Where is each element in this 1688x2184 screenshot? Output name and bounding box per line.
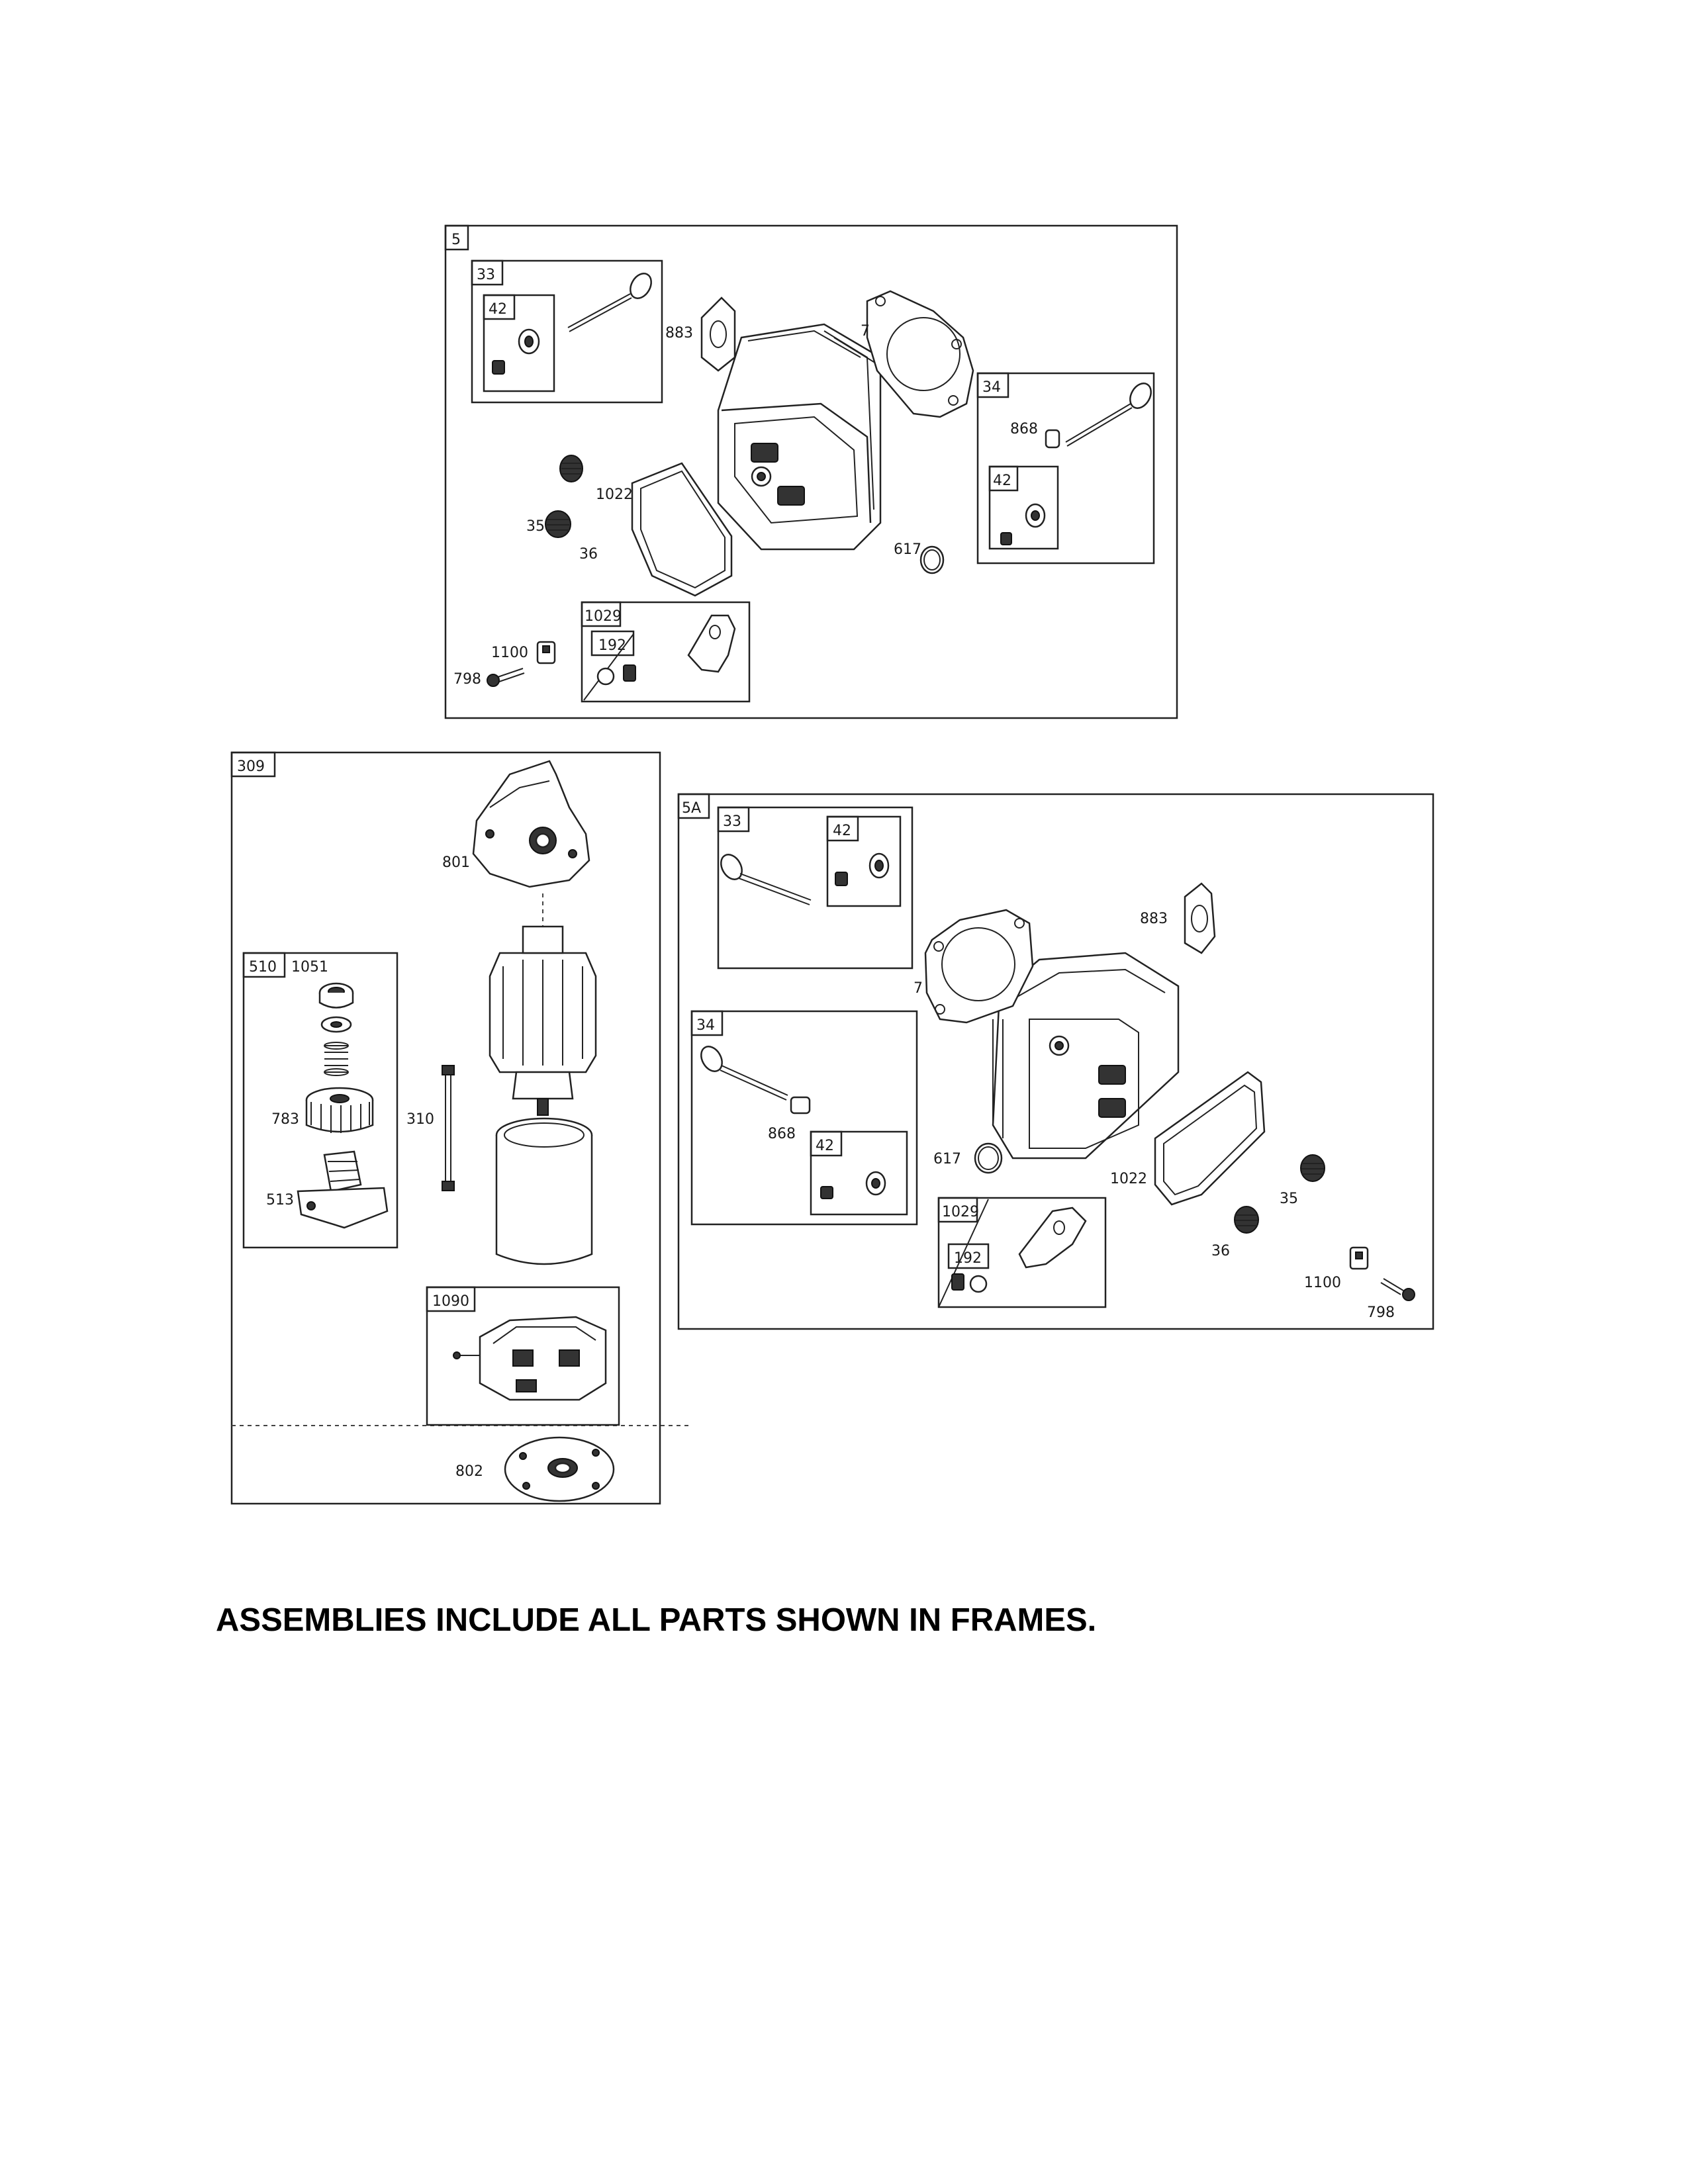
exhaust-gasket-part	[1184, 882, 1216, 954]
part-label-883: 883	[1140, 911, 1168, 927]
part-label-783: 783	[271, 1111, 299, 1128]
part-label-1100: 1100	[1304, 1275, 1341, 1291]
frame-label-1090: 1090	[432, 1293, 469, 1310]
retainer-cap-part	[318, 982, 354, 1009]
intake-valve-part	[700, 1046, 788, 1101]
o-ring-part	[974, 1142, 1003, 1174]
frame-label-5A: 5A	[682, 800, 701, 817]
valve-seal-part	[1045, 429, 1060, 449]
head-gasket-part	[866, 290, 974, 418]
part-label-1051: 1051	[291, 959, 328, 976]
frame-label-42: 42	[833, 823, 851, 839]
exhaust-valve-part	[567, 273, 652, 332]
part-label-35: 35	[526, 518, 545, 535]
part-label-513: 513	[266, 1192, 294, 1208]
part-label-1022: 1022	[1110, 1171, 1147, 1187]
part-label-7: 7	[861, 323, 870, 340]
valve-retainer-part	[518, 328, 540, 355]
part-label-883: 883	[665, 325, 693, 341]
rocker-nut-part	[951, 1273, 988, 1293]
valve-spring-part	[1234, 1154, 1325, 1234]
through-bolt-part	[442, 1065, 455, 1191]
intake-valve-part	[1065, 383, 1152, 447]
frame-label-34: 34	[696, 1017, 715, 1034]
cylinder-head-part	[717, 323, 882, 551]
part-label-868: 868	[768, 1126, 796, 1142]
starter-housing-part	[495, 1117, 593, 1265]
valve-keeper-part	[492, 360, 505, 375]
frame-label-42: 42	[993, 473, 1011, 489]
part-label-1022: 1022	[596, 486, 633, 503]
part-label-7: 7	[914, 980, 923, 997]
valve-seal-part	[790, 1096, 811, 1115]
push-rod-guide-part	[1349, 1246, 1369, 1270]
pinion-gear-part	[305, 1087, 374, 1133]
cylinder-head-part	[992, 952, 1180, 1160]
part-label-617: 617	[933, 1151, 961, 1167]
rocker-arm-part	[1018, 1206, 1087, 1269]
frame-label-34: 34	[982, 379, 1001, 396]
part-label-36: 36	[1211, 1243, 1230, 1259]
rocker-nut-part	[596, 664, 636, 686]
starter-end-cap-part	[472, 760, 590, 888]
frame-label-42: 42	[816, 1138, 834, 1154]
washer-part	[320, 1016, 352, 1033]
valve-retainer-part	[835, 852, 890, 886]
frame-label-5: 5	[451, 232, 461, 248]
assembly-5-frame: 5 33 42	[444, 224, 1178, 719]
bolt-part	[1380, 1278, 1415, 1301]
rocker-arm-part	[687, 614, 736, 673]
part-label-798: 798	[453, 671, 481, 688]
exhaust-valve-part	[720, 854, 812, 905]
part-label-802: 802	[455, 1463, 483, 1480]
frame-label-42: 42	[489, 301, 507, 318]
assembly-5A-frame: 5A 33 42 34 42	[677, 793, 1434, 1330]
valve-retainer-part	[1000, 503, 1046, 545]
frame-label-33: 33	[723, 813, 741, 830]
frame-label-33: 33	[477, 267, 495, 283]
o-ring-part	[919, 545, 945, 574]
bolt-part	[487, 668, 525, 687]
frame-label-192: 192	[598, 637, 626, 654]
frame-label-309: 309	[237, 758, 265, 775]
part-label-35: 35	[1280, 1191, 1298, 1207]
part-label-801: 801	[442, 854, 470, 871]
end-plate-part	[504, 1436, 615, 1502]
frame-label-1029: 1029	[942, 1204, 979, 1220]
valve-retainer-part	[820, 1171, 886, 1199]
push-rod-guide-part	[536, 641, 556, 664]
assemblies-note: ASSEMBLIES INCLUDE ALL PARTS SHOWN IN FR…	[216, 1602, 1097, 1638]
part-label-617: 617	[894, 541, 921, 558]
spring-part	[324, 1042, 349, 1076]
assembly-309-frame: 309	[230, 751, 688, 1505]
armature-part	[489, 893, 597, 1116]
drive-assembly-part	[297, 1150, 389, 1229]
part-label-1100: 1100	[491, 645, 528, 661]
part-label-798: 798	[1367, 1304, 1395, 1321]
valve-spring-part	[545, 455, 583, 538]
valve-cover-gasket-part	[631, 462, 733, 597]
part-label-868: 868	[1010, 421, 1038, 437]
part-label-36: 36	[579, 546, 598, 563]
frame-label-1029: 1029	[585, 608, 622, 625]
head-gasket-part	[924, 909, 1034, 1024]
brush-holder-part	[453, 1316, 607, 1401]
part-label-310: 310	[406, 1111, 434, 1128]
exhaust-gasket-part	[700, 296, 736, 372]
valve-cover-gasket-part	[1154, 1071, 1266, 1206]
frame-label-510: 510	[249, 959, 277, 976]
